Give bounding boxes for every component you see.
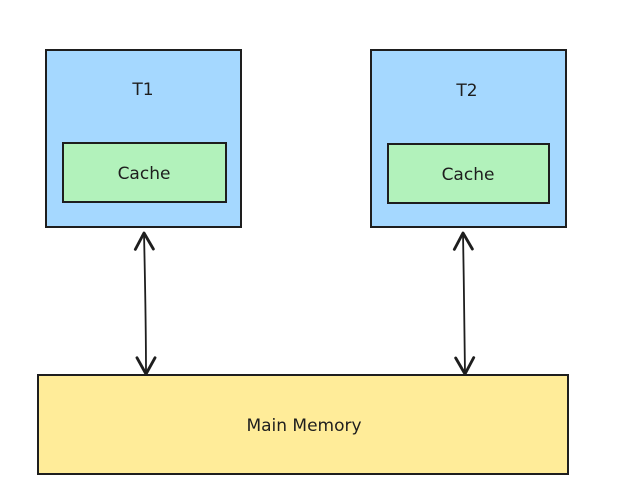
thread-t1-label: T1 — [131, 80, 153, 100]
thread-t2-label: T2 — [455, 81, 477, 101]
thread-t2-cache-box: Cache — [387, 143, 550, 204]
main-memory-label: Main Memory — [246, 416, 361, 436]
t1-memory-arrow — [133, 231, 157, 376]
thread-t1-box: T1 Cache — [45, 49, 242, 228]
thread-t1-cache-box: Cache — [62, 142, 227, 203]
thread-t1-cache-label: Cache — [118, 164, 171, 184]
t2-memory-arrow — [452, 231, 476, 376]
main-memory-box: Main Memory — [37, 374, 569, 475]
thread-t2-cache-label: Cache — [442, 165, 495, 185]
thread-t2-box: T2 Cache — [370, 49, 567, 228]
